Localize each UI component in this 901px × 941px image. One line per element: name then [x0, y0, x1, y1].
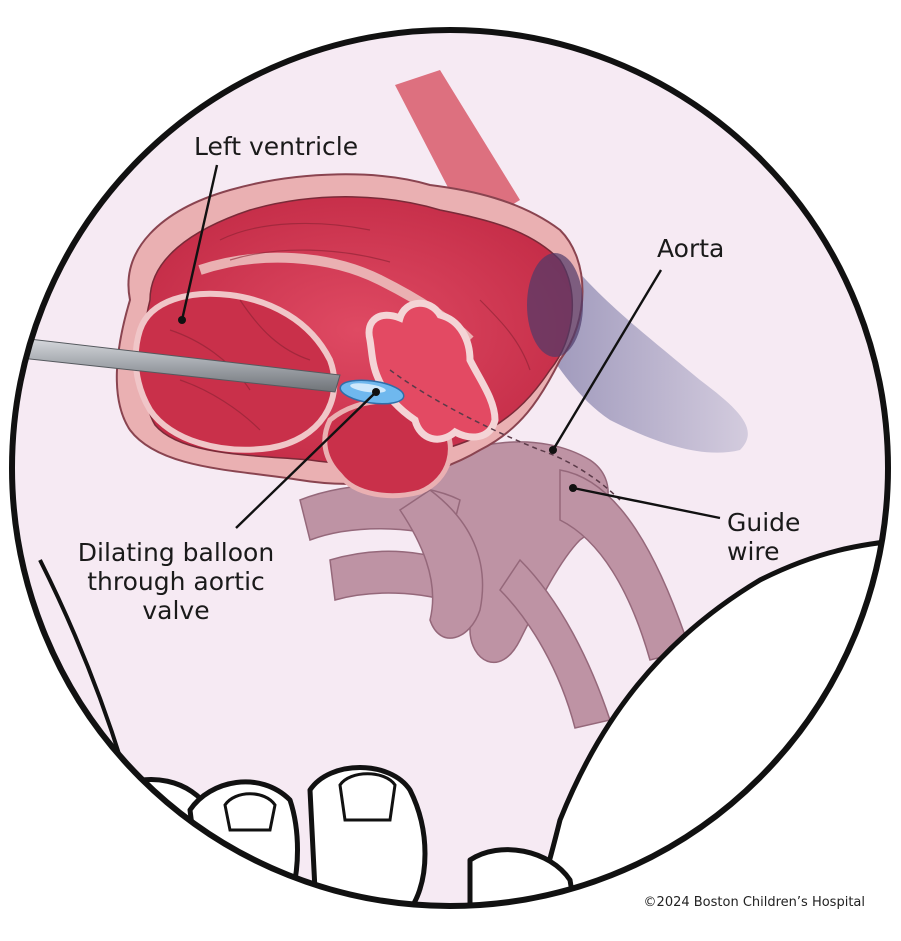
label-guide-wire-line-2: wire [727, 537, 780, 566]
leader-aorta [551, 269, 663, 451]
label-balloon-line-2: through aortic [87, 567, 265, 596]
label-balloon-line-3: valve [142, 596, 210, 625]
leader-guide-wire [572, 486, 721, 520]
fingernail-1 [223, 792, 277, 832]
leader-lines [180, 164, 721, 529]
leader-dots [178, 316, 577, 492]
label-balloon-line-1: Dilating balloon [77, 538, 275, 567]
aorta-vessel [540, 250, 748, 453]
label-dilating-balloon: Dilating balloon through aortic valve [66, 538, 286, 625]
label-guide-wire-line-1: Guide [727, 508, 801, 537]
copyright-credit: ©2024 Boston Children’s Hospital [643, 895, 865, 910]
leader-balloon [235, 391, 377, 529]
fingernail-2 [338, 772, 397, 822]
aortic-branches [299, 441, 691, 729]
label-aorta: Aorta [657, 234, 725, 263]
label-guide-wire: Guide wire [727, 508, 800, 566]
aortic-root [527, 253, 583, 357]
upper-vessel [395, 70, 520, 230]
leader-left-ventricle [180, 164, 219, 321]
label-left-ventricle: Left ventricle [194, 132, 359, 161]
frame-circle [9, 27, 891, 909]
